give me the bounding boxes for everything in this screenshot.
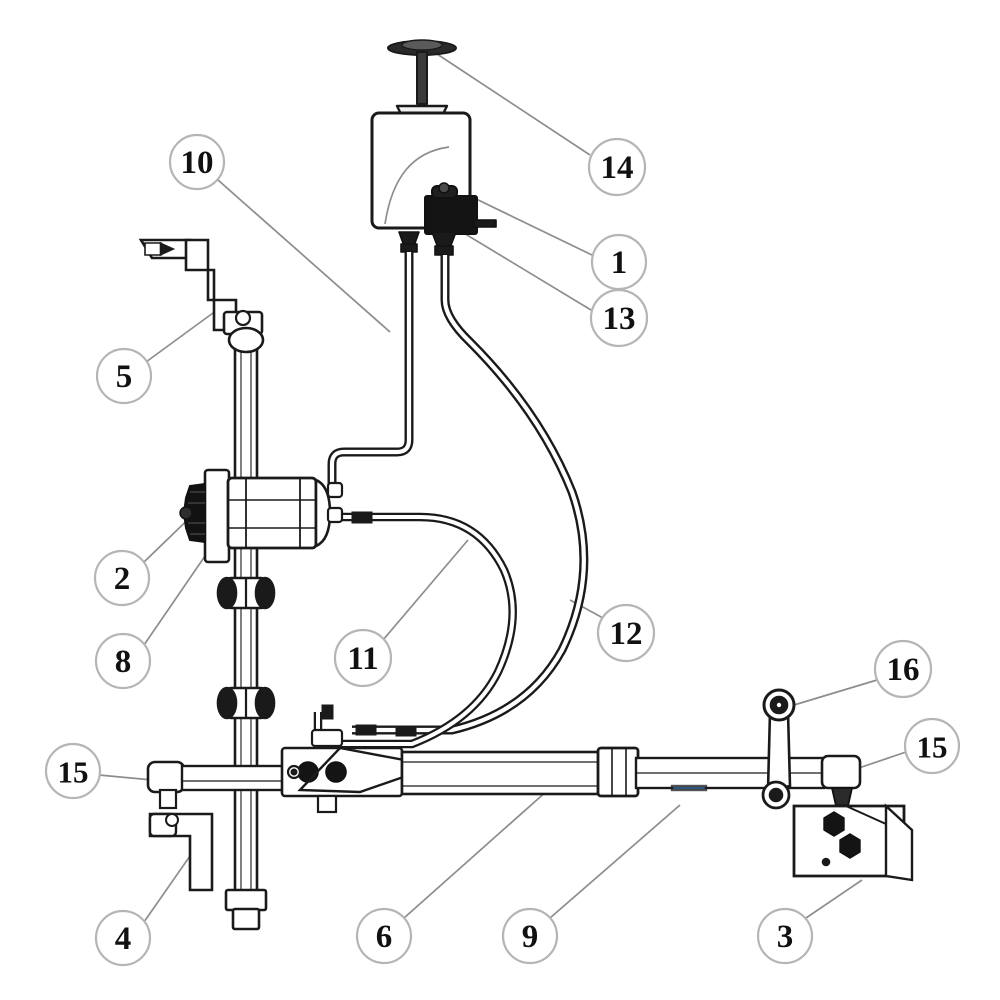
pressure-hose-long	[352, 255, 589, 735]
callout-ring	[596, 603, 656, 663]
callout-2-c2[interactable]: 2	[93, 549, 151, 607]
callout-number: 2	[114, 561, 131, 597]
callout-10-c10[interactable]: 10	[168, 133, 226, 191]
callout-ring	[95, 347, 153, 405]
steering-arm-lower	[148, 812, 214, 892]
steering-gear-mount-bracket	[792, 803, 914, 882]
shaft-bottom-nut	[224, 888, 268, 931]
shaft-joint-upper	[216, 576, 276, 610]
leader-11	[382, 539, 469, 641]
callout-number: 12	[610, 616, 643, 652]
callout-11-c11[interactable]: 11	[333, 628, 393, 688]
leader-16	[783, 679, 878, 709]
rack-center-link	[596, 746, 826, 798]
shaft-joint-lower	[216, 686, 276, 720]
pump-bracket	[398, 231, 457, 256]
callout-ring	[355, 907, 413, 965]
steering-rack-tube	[400, 750, 604, 796]
callout-ring	[333, 628, 393, 688]
leader-14	[436, 53, 591, 156]
tie-rod-end-right	[820, 754, 862, 822]
callout-number: 9	[522, 919, 539, 955]
hose-ferrules	[321, 511, 417, 737]
callout-ring	[44, 742, 102, 800]
callout-number: 13	[603, 301, 636, 337]
callout-ring	[589, 288, 649, 348]
callout-ring	[873, 639, 933, 699]
callout-14-c14[interactable]: 14	[587, 137, 647, 197]
callout-number: 15	[58, 755, 89, 790]
callout-ring	[756, 907, 814, 965]
callout-number: 5	[116, 359, 133, 395]
steering-gear-housing	[179, 468, 344, 564]
rack-index-mark	[670, 784, 708, 792]
reservoir-pump-assembly	[370, 39, 497, 256]
callout-9-c9[interactable]: 9	[501, 907, 559, 965]
upper-bearing	[227, 326, 265, 354]
callout-number: 3	[777, 919, 794, 955]
gearbox-port-upper	[326, 481, 344, 499]
gearbox-flange	[203, 468, 231, 564]
rack-left-fitting	[286, 764, 302, 780]
leader-3	[805, 879, 863, 919]
leader-13	[461, 231, 592, 311]
callout-ring	[168, 133, 226, 191]
callout-number: 15	[917, 730, 948, 765]
steering-arm-upper	[138, 238, 264, 336]
shaft-tube	[233, 334, 259, 898]
callout-ring	[94, 632, 152, 690]
callout-16-c16[interactable]: 16	[873, 639, 933, 699]
callout-number: 14	[601, 150, 634, 186]
gearbox-port-lower	[326, 506, 344, 524]
callout-1-c1[interactable]: 1	[590, 233, 648, 291]
callout-13-c13[interactable]: 13	[589, 288, 649, 348]
callout-12-c12[interactable]: 12	[596, 603, 656, 663]
leader-9	[549, 804, 681, 919]
pitman-arm	[761, 688, 796, 810]
leader-15-right	[852, 751, 907, 771]
callout-6-c6[interactable]: 6	[355, 907, 413, 965]
callout-number: 1	[611, 245, 628, 281]
leader-10	[217, 179, 391, 333]
callout-3-c3[interactable]: 3	[756, 907, 814, 965]
callout-number: 11	[347, 641, 378, 677]
leader-6	[403, 789, 549, 919]
callout-number: 4	[115, 921, 132, 957]
callout-8-c8[interactable]: 8	[94, 632, 152, 690]
callout-ring	[93, 549, 151, 607]
pump-body	[424, 182, 497, 235]
callout-number: 16	[887, 652, 920, 688]
reservoir-fill-curve	[384, 146, 450, 225]
callout-number: 8	[115, 644, 132, 680]
pressure-hose-upper	[327, 252, 414, 485]
callout-ring	[587, 137, 647, 197]
callout-bubbles: 10 14 1 13 5 2 8 11 12 16 15 15 4 6 9 3	[44, 133, 961, 967]
gearbox-body	[226, 476, 318, 550]
callout-ring	[94, 909, 152, 967]
callout-5-c5[interactable]: 5	[95, 347, 153, 405]
callout-4-c4[interactable]: 4	[94, 909, 152, 967]
callout-ring	[501, 907, 559, 965]
callout-15-c15a[interactable]: 15	[44, 742, 102, 800]
steering-gear-pulley	[179, 482, 206, 544]
callout-ring	[903, 717, 961, 775]
callout-number: 6	[376, 919, 393, 955]
callout-number: 10	[181, 145, 214, 181]
callout-15-c15b[interactable]: 15	[903, 717, 961, 775]
steering-column-shaft	[138, 238, 276, 931]
steering-rack-assembly	[146, 728, 862, 892]
